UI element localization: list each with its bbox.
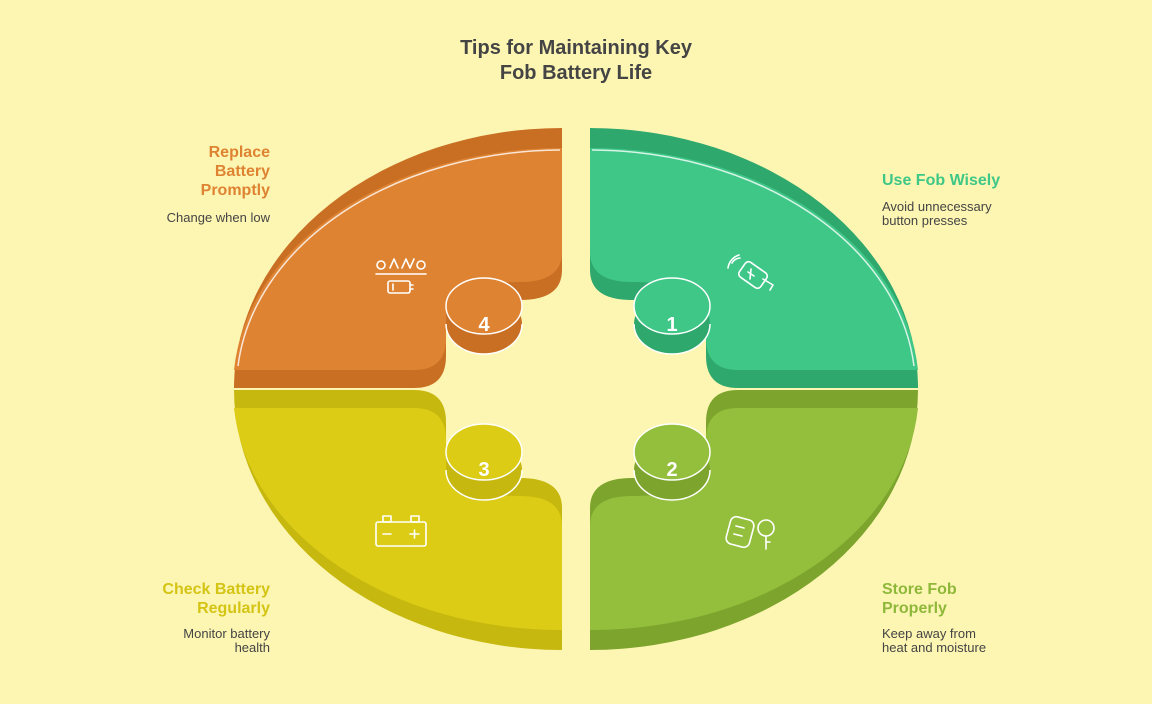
step-2-title-line-2: Properly (882, 600, 947, 617)
step-1-description: Avoid unnecessary button presses (882, 200, 992, 228)
key-fob-signal-icon (727, 254, 774, 291)
step-4-title: Replace Battery Promptly (70, 143, 270, 200)
step-3-title-line-1: Check Battery (162, 581, 270, 598)
title-line-2: Fob Battery Life (499, 62, 653, 84)
step-2-description-line-2: heat and moisture (882, 640, 987, 655)
step-number-2: 2 (666, 459, 677, 481)
step-2-title-line-1: Store Fob (882, 581, 957, 598)
battery-replace-icon (375, 258, 427, 294)
step-3-title-line-2: Regularly (197, 600, 270, 617)
step-3-title: Check Battery Regularly (70, 580, 270, 618)
step-number-1: 1 (666, 314, 677, 336)
step-2-title: Store Fob Properly (882, 580, 957, 618)
step-4-title-line-3: Promptly (200, 182, 270, 199)
step-4-description-line-1: Change when low (166, 210, 270, 225)
step-number-3: 3 (478, 459, 489, 481)
step-2-description: Keep away from heat and moisture (882, 627, 986, 655)
step-3-description-line-1: Monitor battery (183, 626, 270, 641)
diagram-title: Tips for Maintaining Key Fob Battery Lif… (376, 36, 776, 86)
step-1-title: Use Fob Wisely (882, 171, 1000, 190)
step-4-description: Change when low (70, 211, 270, 225)
step-number-4: 4 (478, 314, 490, 336)
key-fob-key-icon (725, 515, 775, 550)
step-3-description-line-2: health (234, 640, 270, 655)
step-1-description-line-1: Avoid unnecessary (882, 199, 992, 214)
quadrant-2 (590, 390, 918, 650)
step-3-description: Monitor battery health (70, 627, 270, 655)
step-4-title-line-1: Replace (208, 144, 270, 161)
car-battery-icon (375, 515, 427, 547)
step-1-title-line-1: Use Fob Wisely (882, 172, 1001, 189)
quadrant-3 (234, 390, 562, 650)
step-1-description-line-2: button presses (882, 213, 968, 228)
step-4-title-line-2: Battery (214, 163, 270, 180)
quadrant-1 (590, 128, 918, 388)
title-line-1: Tips for Maintaining Key (460, 37, 692, 59)
step-2-description-line-1: Keep away from (882, 626, 976, 641)
quadrant-4 (234, 128, 562, 388)
